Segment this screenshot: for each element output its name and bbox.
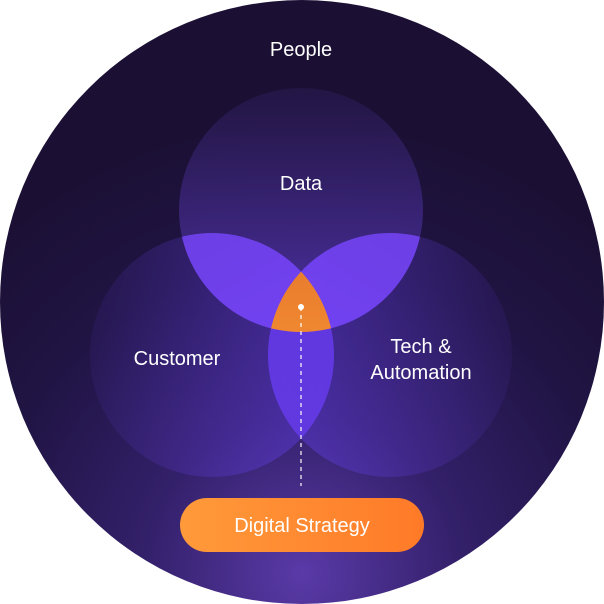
customer-label: Customer <box>134 348 221 370</box>
digital-strategy-pill[interactable] <box>180 498 424 552</box>
overlap-data-customer <box>179 233 334 332</box>
connector-dot <box>298 304 304 310</box>
tech-label-line1: Tech & <box>390 336 452 358</box>
people-label: People <box>270 39 332 61</box>
digital-strategy-button[interactable]: Digital Strategy <box>180 498 424 552</box>
digital-strategy-label: Digital Strategy <box>234 515 370 537</box>
data-label: Data <box>280 173 323 195</box>
tech-label-line2: Automation <box>370 362 471 384</box>
overlap-data-tech <box>268 233 423 332</box>
